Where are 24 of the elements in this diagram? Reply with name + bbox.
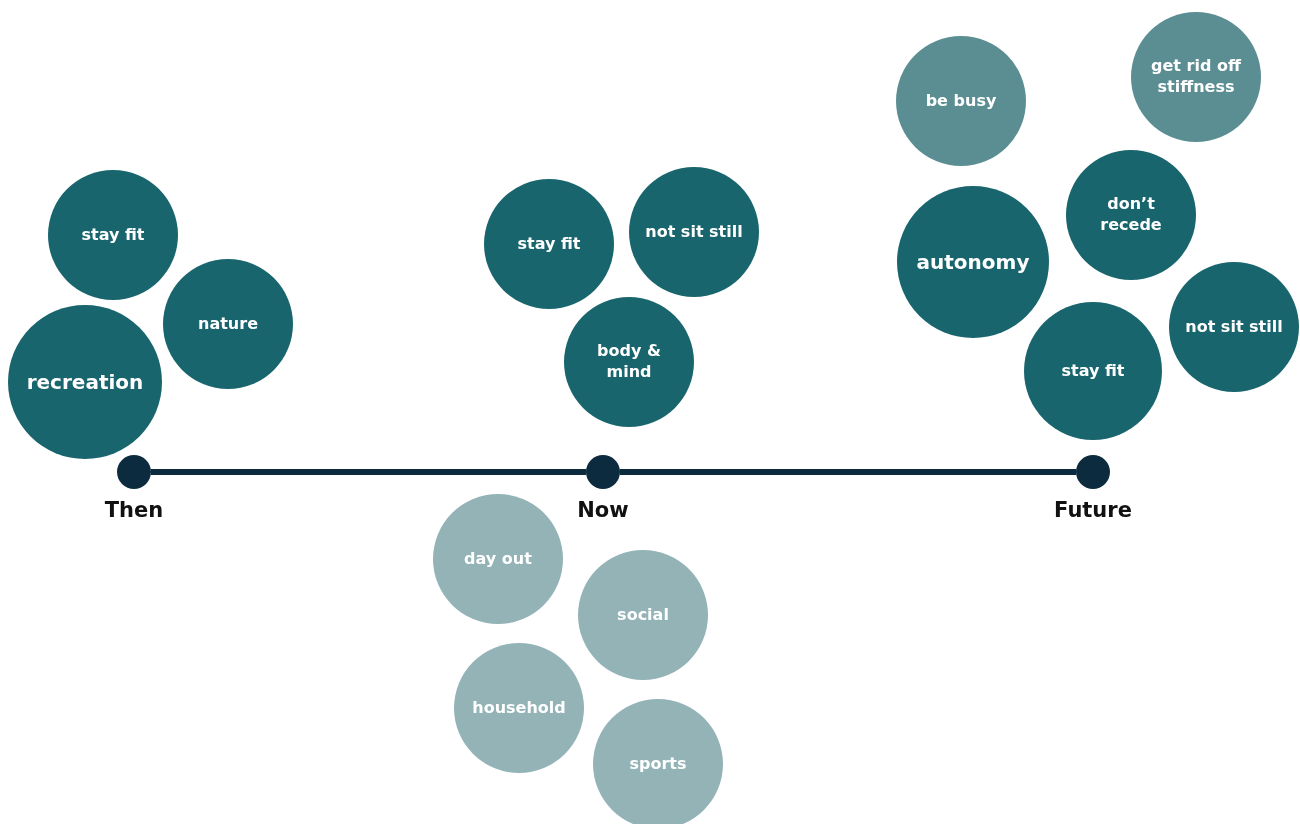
- bubble-label: stay fit: [80, 224, 146, 246]
- bubble-label: recreation: [25, 369, 145, 395]
- bubble-label: don’t recede: [1099, 194, 1163, 236]
- timeline-line: [620, 469, 1076, 475]
- bubble-label: day out: [463, 548, 533, 570]
- timeline-label: Now: [577, 498, 629, 522]
- bubble-label: body & mind: [596, 341, 662, 383]
- bubble-label: not sit still: [1184, 316, 1284, 338]
- timeline-dot: [1076, 455, 1110, 489]
- bubble-label: stay fit: [1060, 360, 1126, 382]
- timeline-label: Then: [104, 498, 164, 522]
- bubble-label: autonomy: [915, 249, 1031, 275]
- bubble-label: stay fit: [516, 233, 582, 255]
- timeline-label: Future: [1054, 498, 1132, 522]
- bubble-label: social: [616, 604, 670, 626]
- bubble-label: be busy: [924, 90, 998, 112]
- bubble-label: nature: [197, 313, 259, 335]
- bubble-label: get rid off stiffness: [1150, 56, 1242, 98]
- bubble-label: sports: [628, 753, 688, 775]
- bubble-label: household: [471, 697, 567, 719]
- timeline-dot: [586, 455, 620, 489]
- timeline-dot: [117, 455, 151, 489]
- bubble-label: not sit still: [644, 221, 744, 243]
- timeline-line: [151, 469, 586, 475]
